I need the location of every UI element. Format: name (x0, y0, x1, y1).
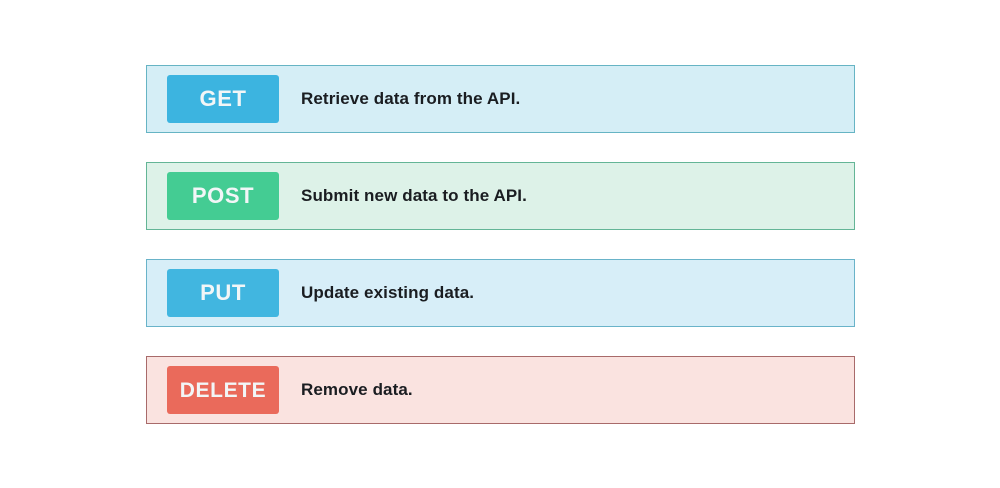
method-description-put: Update existing data. (301, 283, 475, 302)
method-description-get: Retrieve data from the API. (301, 89, 521, 108)
method-row-post[interactable]: POST Submit new data to the API. (146, 162, 855, 230)
method-row-get[interactable]: GET Retrieve data from the API. (146, 65, 855, 133)
method-badge-post[interactable]: POST (167, 172, 279, 220)
method-badge-put[interactable]: PUT (167, 269, 279, 317)
method-row-put[interactable]: PUT Update existing data. (146, 259, 855, 327)
method-badge-delete[interactable]: DELETE (167, 366, 279, 414)
method-badge-get[interactable]: GET (167, 75, 279, 123)
method-row-delete[interactable]: DELETE Remove data. (146, 356, 855, 424)
method-description-delete: Remove data. (301, 380, 413, 399)
method-description-post: Submit new data to the API. (301, 186, 527, 205)
http-method-list: GET Retrieve data from the API. POST Sub… (146, 65, 855, 424)
